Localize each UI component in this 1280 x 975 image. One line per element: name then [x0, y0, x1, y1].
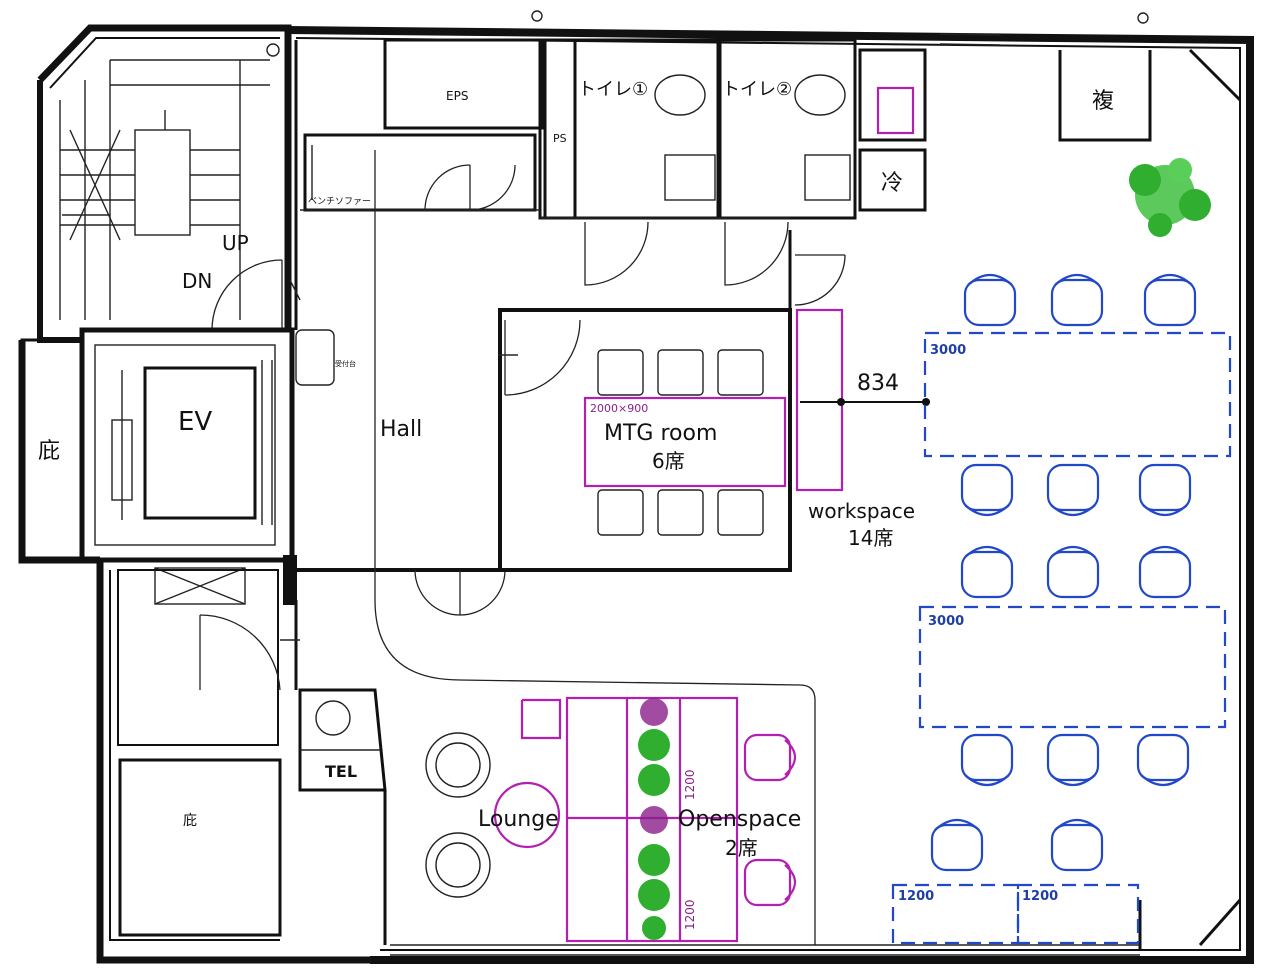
desk-top-size-label: 3000: [930, 343, 966, 358]
openspace-seats-label: 2席: [725, 836, 758, 860]
top-doors: [424, 164, 846, 306]
dimension-834-label: 834: [857, 371, 899, 396]
elevator: [79, 327, 295, 563]
mtg-table-size-label: 2000×900: [590, 402, 648, 415]
copy-label: 複: [1092, 89, 1114, 114]
bottom-storage-label: 庇: [183, 813, 197, 829]
open-desk-top-size-label: 1200: [683, 769, 697, 800]
staircase: [59, 59, 270, 320]
lounge: [425, 698, 562, 898]
dimension-834: [800, 398, 930, 406]
desk-small-right-size-label: 1200: [1022, 889, 1058, 904]
lounge-label: Lounge: [478, 807, 559, 832]
workspace-chairs: [930, 273, 1197, 872]
hall-doors: [414, 569, 506, 616]
openspace-label: Openspace: [678, 807, 801, 832]
workspace-desks: [891, 331, 1232, 945]
plant-top-right: [1129, 158, 1211, 237]
hall-route: [374, 150, 816, 945]
left-storage-label: 庇: [38, 439, 60, 464]
mtg-seats-label: 6席: [652, 449, 685, 473]
top-rooms: [300, 38, 927, 310]
inner-partitions: [280, 40, 387, 945]
reception-desk: [295, 329, 335, 386]
ps-label: PS: [553, 132, 567, 145]
open-desk-bottom-size-label: 1200: [683, 899, 697, 930]
fridge-label: 冷: [881, 171, 903, 196]
tel-label: TEL: [325, 762, 357, 781]
left-storage: [20, 338, 84, 562]
reception-label: 受付台: [335, 359, 356, 368]
workspace-label: workspace: [808, 499, 915, 523]
shaft-box: [117, 555, 500, 746]
toilet-1-label: トイレ①: [578, 79, 648, 100]
eps-label: EPS: [446, 89, 468, 103]
openspace: [565, 696, 797, 943]
toilet-2-label: トイレ②: [722, 79, 792, 100]
stair-up-label: UP: [222, 231, 249, 255]
mtg-room-label: MTG room: [604, 421, 717, 446]
stair-down-label: DN: [182, 269, 212, 293]
workspace-seats-label: 14席: [848, 526, 893, 550]
desk-small-left-size-label: 1200: [898, 889, 934, 904]
elevator-label: EV: [178, 407, 212, 437]
bench-sofa-label: ベンチソファー: [308, 196, 371, 207]
bottom-storage: [118, 758, 282, 937]
hall-label: Hall: [380, 417, 422, 442]
desk-bottom-size-label: 3000: [928, 614, 964, 629]
